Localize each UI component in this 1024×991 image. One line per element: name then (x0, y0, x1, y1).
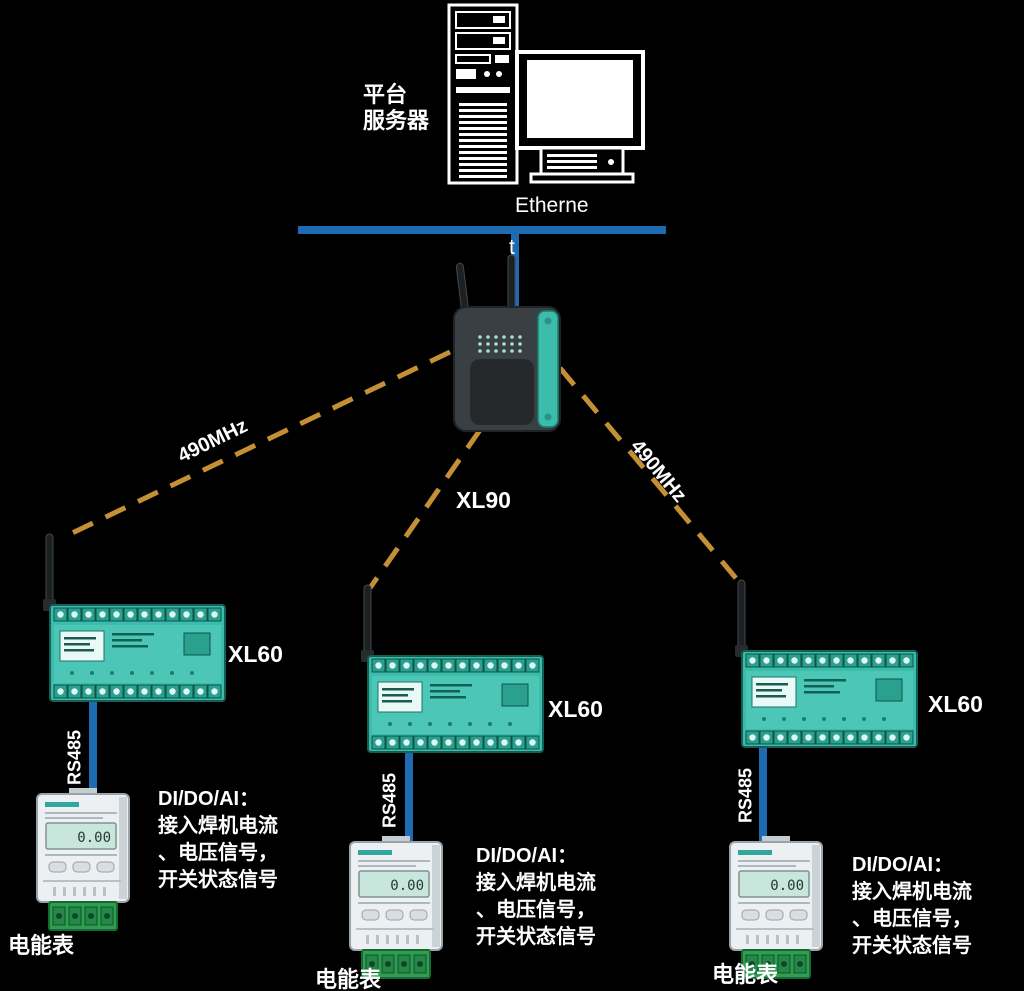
energy-meter-left-icon: 0.00 (36, 788, 130, 931)
monitor-icon (515, 50, 645, 184)
server-label-line1: 平台 (363, 82, 408, 107)
xl60-device-right-icon (734, 579, 918, 748)
meter-label-right: 电能表 (712, 962, 779, 987)
signal-desc-line: 、电压信号， (158, 842, 278, 864)
meter-reading-middle: 0.00 (390, 878, 424, 894)
server-tower-icon (447, 3, 519, 185)
gateway-front-panel (470, 359, 534, 425)
gateway-side-plate (537, 310, 559, 428)
signal-desc-right: DI/DO/AI： 接入焊机电流 、电压信号， 开关状态信号 (852, 852, 972, 960)
signal-desc-line: 、电压信号， (476, 899, 596, 921)
signal-desc-line: 开关状态信号 (158, 869, 278, 891)
signal-desc-line: 接入焊机电流 (852, 881, 972, 903)
xl60-device-left-icon (42, 533, 226, 702)
rs485-label-middle: RS485 (379, 772, 400, 829)
rs485-line-left (89, 698, 97, 813)
meter-reading-right: 0.00 (770, 878, 804, 894)
wireless-link-middle (367, 428, 483, 590)
wireless-link-right (558, 366, 742, 585)
signal-desc-line: 接入焊机电流 (476, 872, 596, 894)
xl60-label-middle: XL60 (548, 696, 603, 722)
signal-desc-line: 接入焊机电流 (158, 815, 278, 837)
gateway-antenna-right-icon (507, 255, 516, 314)
gateway-led-grid (478, 335, 522, 353)
signal-desc-left: DI/DO/AI： 接入焊机电流 、电压信号， 开关状态信号 (158, 786, 278, 894)
ethernet-bus-line (298, 226, 666, 234)
rs485-line-middle (405, 750, 413, 862)
signal-desc-line: DI/DO/AI： (852, 854, 954, 876)
signal-desc-middle: DI/DO/AI： 接入焊机电流 、电压信号， 开关状态信号 (476, 843, 596, 951)
server-label: 平台 服务器 (363, 82, 429, 134)
meter-label-middle: 电能表 (315, 967, 382, 991)
xl90-gateway-icon (453, 255, 561, 432)
rs485-label-left: RS485 (64, 729, 85, 786)
signal-desc-line: 、电压信号， (852, 908, 972, 930)
energy-meter-middle-icon: 0.00 (349, 836, 443, 979)
rs485-label-right: RS485 (735, 767, 756, 824)
meter-label-left: 电能表 (8, 933, 75, 958)
xl60-device-middle-icon (360, 584, 544, 753)
ethernet-label-wrap: t (509, 236, 515, 259)
meter-reading-left: 0.00 (77, 830, 111, 846)
signal-desc-line: 开关状态信号 (852, 935, 972, 957)
gateway-label: XL90 (456, 487, 511, 513)
xl60-label-left: XL60 (228, 641, 283, 667)
wireless-link-left (62, 349, 452, 540)
signal-desc-line: 开关状态信号 (476, 926, 596, 948)
signal-desc-line: DI/DO/AI： (158, 788, 260, 810)
energy-meter-right-icon: 0.00 (729, 836, 823, 979)
server-label-line2: 服务器 (363, 108, 430, 133)
ethernet-label: Etherne (515, 194, 589, 217)
xl60-label-right: XL60 (928, 691, 983, 717)
signal-desc-line: DI/DO/AI： (476, 845, 578, 867)
rs485-line-right (759, 745, 767, 855)
